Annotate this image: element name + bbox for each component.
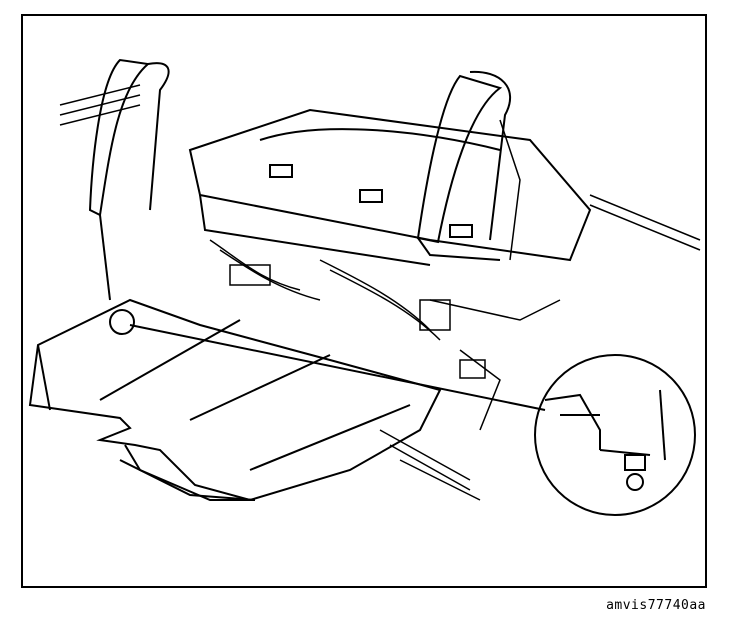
floor-panels xyxy=(28,298,442,502)
seat-back-right xyxy=(416,70,511,261)
figure-caption: amvis77740aa xyxy=(606,598,706,613)
detail-callout xyxy=(534,354,696,516)
rear-shelf xyxy=(188,108,592,266)
figure-border xyxy=(21,14,707,588)
leader-line xyxy=(129,324,546,411)
wiring-harness xyxy=(59,84,701,501)
anchor-icon xyxy=(626,473,644,491)
bolt-icon xyxy=(109,309,135,335)
seat-back-left xyxy=(88,58,170,335)
